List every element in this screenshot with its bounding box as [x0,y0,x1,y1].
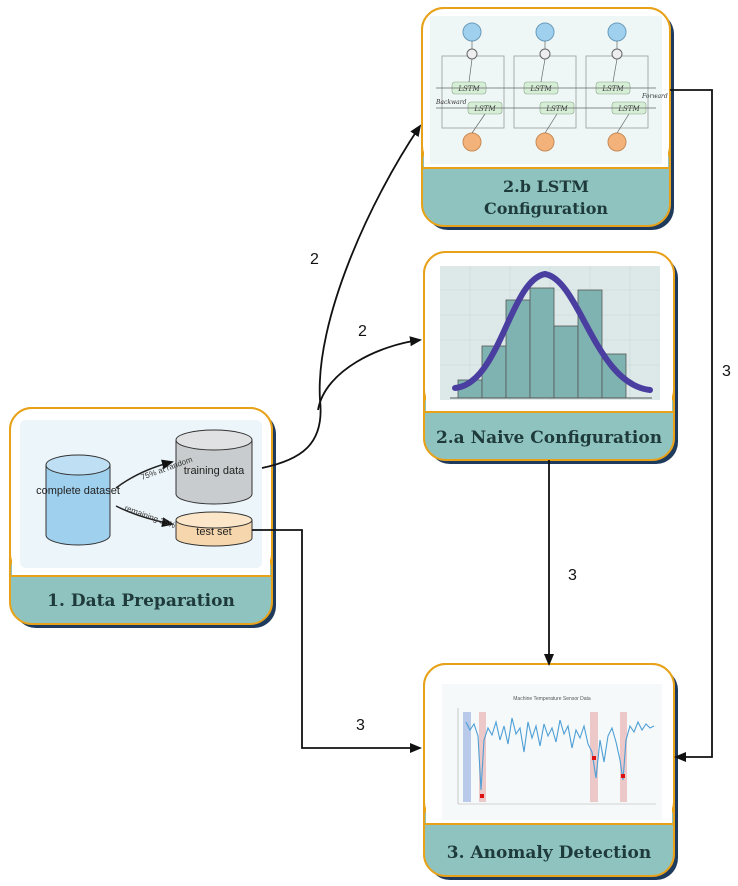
svg-text:LSTM: LSTM [545,105,568,113]
lstm-title-line1: 2.b LSTM [503,177,589,196]
training-data-label: training data [184,465,245,477]
svg-text:LSTM: LSTM [617,105,640,113]
lstm-unit-2: LSTM LSTM [513,22,577,152]
edge-test-to-anomaly [252,529,422,753]
histogram-bar [529,287,555,399]
edge-label-lstm-to-anomaly: 3 [722,363,731,380]
anomaly-marker [621,774,625,778]
anomaly-window [620,712,627,802]
histogram-bar [553,325,579,399]
edge-label-to-lstm: 2 [310,251,319,268]
edge-label-test-to-anomaly: 3 [356,717,365,734]
edge-label-naive-to-anomaly: 3 [568,567,577,584]
lstm-card[interactable]: LSTM LSTM LSTM LSTM LSTM LSTM [421,7,671,227]
test-set-cylinder [175,511,253,547]
anomaly-window [463,712,471,802]
naive-card[interactable]: 2.a Naive Configuration [423,251,675,461]
svg-text:LSTM: LSTM [473,105,496,113]
naive-title: 2.a Naive Configuration [436,428,662,448]
bell-curve [452,270,653,393]
complete-dataset-cylinder [45,454,111,546]
anomaly-title: 3. Anomaly Detection [447,843,651,863]
svg-text:LSTM: LSTM [529,85,552,93]
anomaly-marker [592,756,596,760]
edge-lstm-to-anomaly [670,89,713,762]
edge-to-naive [317,336,422,411]
lstm-forward-label: Forward [641,93,668,100]
lstm-backward-label: Backward [435,99,467,106]
sensor-series-line [465,717,655,791]
split-arrow-train [115,459,174,489]
lstm-title-line2: Configuration [484,199,608,218]
anomaly-card[interactable]: Machine Temperature Sensor Data 3. Anoma… [423,663,675,877]
anomaly-plot-title: Machine Temperature Sensor Data [513,696,591,702]
complete-dataset-label: complete dataset [36,485,120,497]
split-arrow-test [115,505,174,528]
data-prep-card[interactable]: complete dataset training data test set … [9,407,273,625]
edge-label-to-naive: 2 [358,323,367,340]
test-set-label: test set [196,526,231,538]
svg-text:LSTM: LSTM [457,85,480,93]
data-prep-title: 1. Data Preparation [47,591,235,611]
edge-to-lstm [261,124,422,469]
training-data-cylinder [175,429,253,505]
svg-text:LSTM: LSTM [601,85,624,93]
anomaly-marker [480,794,484,798]
